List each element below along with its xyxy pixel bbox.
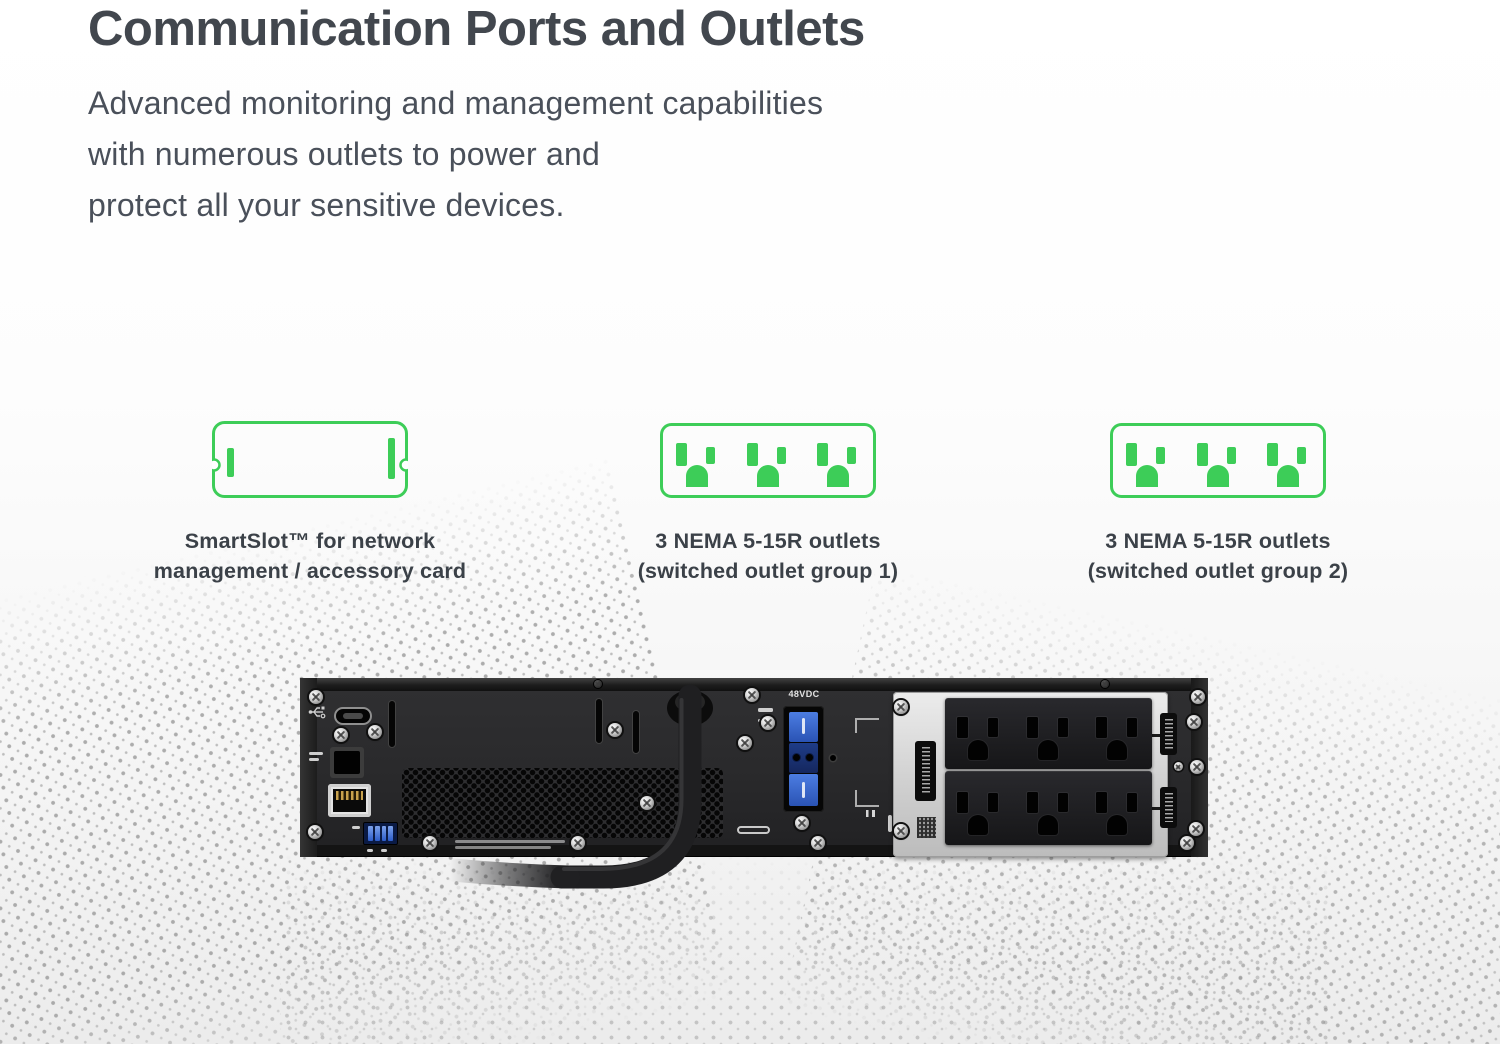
nema-outlet <box>1020 712 1076 762</box>
nema-outlets-icon <box>1110 423 1326 498</box>
epo-port-label <box>309 758 319 761</box>
screw-icon <box>594 680 602 688</box>
screw-icon <box>745 688 759 702</box>
dip-switch-marking <box>367 849 373 852</box>
subtitle-line-2: with numerous outlets to power and <box>88 136 600 172</box>
subtitle-line-1: Advanced monitoring and management capab… <box>88 85 824 121</box>
screw-icon <box>1190 760 1204 774</box>
smartslot-bay-cutout <box>595 698 603 744</box>
caption-line: 3 NEMA 5-15R outlets <box>1105 529 1331 553</box>
screw-icon <box>1174 762 1183 771</box>
network-port <box>328 784 371 817</box>
screw-icon <box>795 816 809 830</box>
bracket-marking-top <box>855 718 879 733</box>
feature-outlet-group-2: 3 NEMA 5-15R outlets (switched outlet gr… <box>1043 421 1393 586</box>
bracket-marking-bottom <box>855 790 879 807</box>
screw-icon <box>1191 690 1205 704</box>
screw-icon <box>640 796 654 810</box>
smartslot-bay-cutout <box>632 710 640 754</box>
battery-connector-hole <box>806 754 813 761</box>
subtitle-line-3: protect all your sensitive devices. <box>88 187 565 223</box>
outlet-group-1-label <box>1160 713 1177 755</box>
dip-switch-marking <box>381 849 387 852</box>
screw-icon <box>334 728 348 742</box>
qr-code <box>917 817 936 838</box>
battery-connector-latch <box>802 782 805 798</box>
feature-outlet-group-2-caption: 3 NEMA 5-15R outlets (switched outlet gr… <box>1043 526 1393 586</box>
screw-icon <box>811 836 825 850</box>
caption-line: (switched outlet group 2) <box>1087 559 1349 583</box>
header: Communication Ports and Outlets Advanced… <box>88 0 1288 231</box>
feature-smartslot-caption: SmartSlot™ for network management / acce… <box>110 526 510 586</box>
network-port-opening <box>333 789 366 812</box>
screw-icon <box>368 725 382 739</box>
epo-port-label <box>309 752 323 755</box>
screw-icon <box>1187 715 1201 729</box>
feature-smartslot: SmartSlot™ for network management / acce… <box>110 421 510 586</box>
nema-outlet <box>1089 712 1145 762</box>
nema-outlet <box>950 712 1006 762</box>
screw-icon <box>608 723 622 737</box>
output-power-label <box>915 741 936 801</box>
panel-marking <box>758 708 773 712</box>
fine-print-text <box>455 840 565 843</box>
screw-icon <box>1189 822 1203 836</box>
screw-icon <box>308 825 322 839</box>
outlet-group-1-block <box>945 698 1152 769</box>
vent-grille <box>402 768 723 838</box>
screw-icon <box>894 700 908 714</box>
nema-outlet <box>1089 787 1145 837</box>
fine-print-text <box>455 846 551 849</box>
page-subtitle: Advanced monitoring and management capab… <box>88 78 1288 231</box>
battery-connector-label: 48VDC <box>788 689 820 699</box>
screw-icon <box>309 690 323 704</box>
page-title: Communication Ports and Outlets <box>88 2 865 56</box>
caption-line: 3 NEMA 5-15R outlets <box>655 529 881 553</box>
screw-icon <box>761 716 775 730</box>
epo-port-opening <box>334 751 360 774</box>
epo-port <box>330 747 364 778</box>
battery-connector-hole <box>793 754 800 761</box>
nema-outlet <box>950 787 1006 837</box>
outlet-group-2-label <box>1160 787 1177 828</box>
outlet-group-2-block <box>945 771 1152 845</box>
usb-config-port <box>334 707 372 725</box>
dip-switches <box>363 822 398 845</box>
nema-outlet <box>1020 787 1076 837</box>
smartslot-bay-cutout <box>388 700 396 748</box>
screw-icon <box>894 824 908 838</box>
dip-switch-label <box>352 826 360 829</box>
screw-icon <box>423 836 437 850</box>
nema-outlets-icon <box>660 423 876 498</box>
panel-marking <box>888 815 892 832</box>
feature-outlet-group-1-caption: 3 NEMA 5-15R outlets (switched outlet gr… <box>593 526 943 586</box>
panel-marking <box>866 810 875 817</box>
feature-outlet-group-1: 3 NEMA 5-15R outlets (switched outlet gr… <box>593 421 943 586</box>
smartslot-card-icon <box>212 421 408 498</box>
screw-icon <box>571 836 585 850</box>
caption-line: management / accessory card <box>153 559 467 583</box>
screw-icon <box>1180 836 1194 850</box>
caption-line: (switched outlet group 1) <box>637 559 899 583</box>
screw-icon <box>738 736 752 750</box>
ups-rear-panel: 48VDC <box>300 660 1208 940</box>
battery-connector-latch <box>802 718 805 734</box>
panel-hole <box>830 755 836 761</box>
panel-slot-marking <box>737 826 770 834</box>
caption-line: SmartSlot™ for network <box>184 529 436 553</box>
screw-icon <box>1101 680 1109 688</box>
usb-icon <box>308 706 326 719</box>
